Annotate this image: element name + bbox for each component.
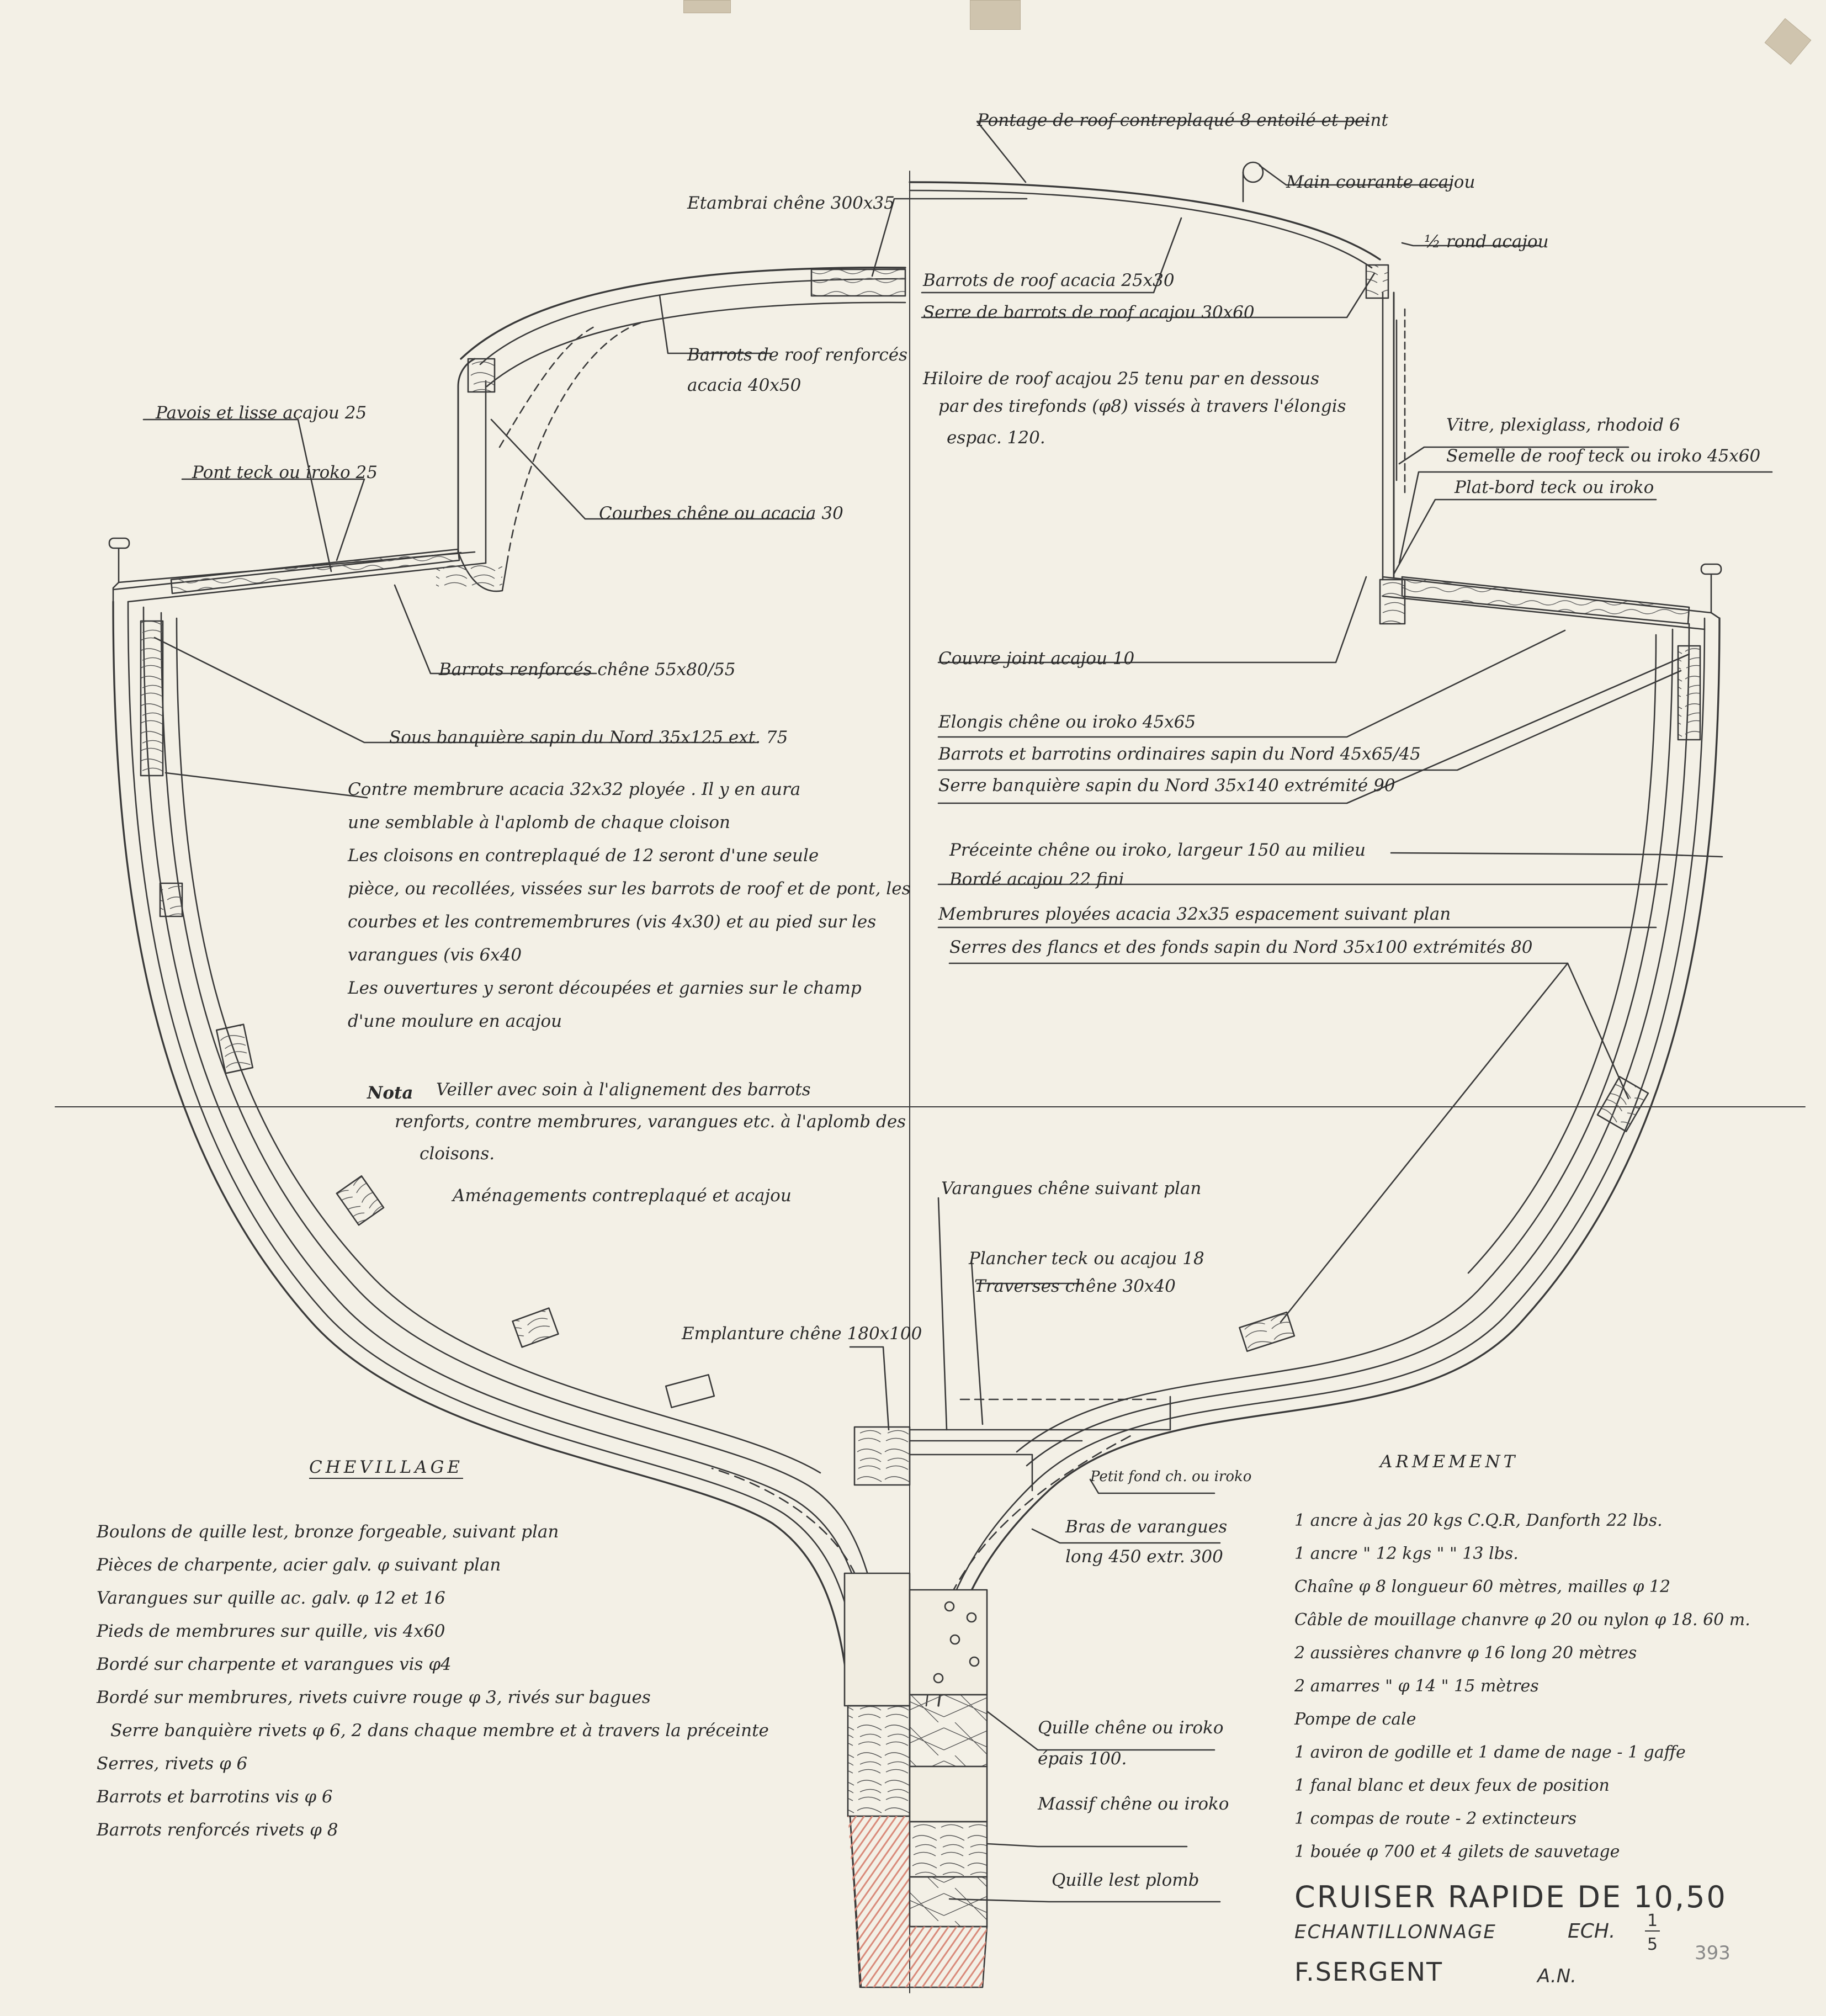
label-massif: Massif chêne ou iroko [1038,1794,1229,1814]
armement-list: 1 ancre à jas 20 kgs C.Q.R, Danforth 22 … [1294,1504,1750,1869]
chevillage-heading: CHEVILLAGE [309,1457,463,1479]
armement-item: Pompe de cale [1294,1710,1416,1729]
note-line: Les cloisons en contreplaqué de 12 seron… [348,846,819,866]
label-quille: Quille chêne ou iroko [1038,1718,1224,1738]
note-line: courbes et les contremembrures (vis 4x30… [348,912,877,932]
label-pontage: Pontage de roof contreplaqué 8 entoilé e… [977,110,1388,130]
chevillage-item: Pièces de charpente, acier galv. φ suiva… [97,1555,501,1575]
chevillage-item: Barrots et barrotins vis φ 6 [97,1787,333,1807]
note-line: Les ouvertures y seront découpées et gar… [348,978,862,998]
chevillage-item: Bordé sur membrures, rivets cuivre rouge… [97,1688,651,1707]
nota-label: Nota [367,1083,413,1103]
label-couvre-joint: Couvre joint acajou 10 [938,649,1135,669]
nota-line: cloisons. [420,1144,495,1164]
armement-item: 1 fanal blanc et deux feux de position [1294,1776,1610,1795]
chevillage-item: Serres, rivets φ 6 [97,1754,248,1774]
armement-item: 1 compas de route - 2 extincteurs [1294,1809,1577,1828]
label-membrures: Membrures ployées acacia 32x35 espacemen… [938,904,1451,924]
armement-item: 1 bouée φ 700 et 4 gilets de sauvetage [1294,1842,1620,1861]
label-serre-banquiere: Serre banquière sapin du Nord 35x140 ext… [938,776,1395,795]
label-main-courante: Main courante acajou [1286,172,1475,192]
nota-line: Veiller avec soin à l'alignement des bar… [436,1080,811,1100]
label-bras-varangues: Bras de varangues [1065,1517,1228,1537]
label-bras-varangues-dim: long 450 extr. 300 [1065,1547,1223,1567]
label-preceinte: Préceinte chêne ou iroko, largeur 150 au… [949,840,1366,860]
armement-item: Câble de mouillage chanvre φ 20 ou nylon… [1294,1610,1750,1630]
label-barrots-ordinaires: Barrots et barrotins ordinaires sapin du… [938,744,1421,764]
chevillage-list: Boulons de quille lest, bronze forgeable… [97,1515,769,1847]
drawing-title: CRUISER RAPIDE DE 10,50 [1294,1880,1727,1914]
nota-text: Veiller avec soin à l'alignement des bar… [395,1074,906,1170]
label-quille-epaisseur: épais 100. [1038,1749,1127,1769]
scale-denominator: 5 [1647,1935,1658,1954]
label-hiloire-3: espac. 120. [947,428,1045,448]
label-barrots-roof-renforces: Barrots de roof renforcés [687,345,908,365]
tape-top-left [683,0,731,13]
armement-item: 1 ancre " 12 kgs " " 13 lbs. [1294,1544,1519,1563]
label-hiloire: Hiloire de roof acajou 25 tenu par en de… [923,369,1319,389]
label-barrots-roof: Barrots de roof acacia 25x30 [923,270,1175,290]
label-vitre: Vitre, plexiglass, rhodoid 6 [1446,415,1680,435]
designer-name: F.SERGENT [1294,1957,1443,1987]
note-line: d'une moulure en acajou [348,1011,562,1031]
label-pont: Pont teck ou iroko 25 [192,463,378,482]
draftsman-initials: A.N. [1537,1965,1576,1987]
chevillage-item: Barrots renforcés rivets φ 8 [97,1820,338,1840]
armement-item: 2 aussières chanvre φ 16 long 20 mètres [1294,1643,1637,1663]
chevillage-item: Serre banquière rivets φ 6, 2 dans chaqu… [110,1721,769,1741]
scale-numerator: 1 [1645,1911,1660,1932]
label-elongis: Elongis chêne ou iroko 45x65 [938,712,1196,732]
scale-label: ECH. [1568,1920,1616,1943]
label-petit-fond: Petit fond ch. ou iroko [1090,1468,1252,1485]
label-barrots-renforces: Barrots renforcés chêne 55x80/55 [439,660,736,680]
label-pavois: Pavois et lisse acajou 25 [156,403,367,423]
label-serres-flancs: Serres des flancs et des fonds sapin du … [949,937,1533,957]
chevillage-item: Varangues sur quille ac. galv. φ 12 et 1… [97,1588,445,1608]
label-emplanture: Emplanture chêne 180x100 [682,1324,922,1344]
note-line: une semblable à l'aplomb de chaque clois… [348,813,731,832]
chevillage-item: Pieds de membrures sur quille, vis 4x60 [97,1621,445,1641]
label-plat-bord: Plat-bord teck ou iroko [1455,478,1654,497]
label-plancher: Plancher teck ou acajou 18 [969,1249,1204,1269]
chevillage-item: Boulons de quille lest, bronze forgeable… [97,1522,559,1542]
label-semelle: Semelle de roof teck ou iroko 45x60 [1446,446,1761,466]
label-serre-barrots: Serre de barrots de roof acajou 30x60 [923,303,1255,322]
armement-item: 2 amarres " φ 14 " 15 mètres [1294,1677,1539,1696]
armement-item: Chaîne φ 8 longueur 60 mètres, mailles φ… [1294,1577,1671,1596]
label-amenagements: Aménagements contreplaqué et acajou [453,1186,792,1206]
tape-top-right [970,0,1021,30]
note-line: Contre membrure acacia 32x32 ployée . Il… [348,779,801,799]
armement-item: 1 aviron de godille et 1 dame de nage - … [1294,1743,1686,1762]
label-traverses: Traverses chêne 30x40 [974,1276,1176,1296]
notes-cloisons: Contre membrure acacia 32x32 ployée . Il… [348,773,910,1038]
label-borde: Bordé acajou 22 fini [949,869,1124,889]
chevillage-item: Bordé sur charpente et varangues vis φ4 [97,1654,452,1674]
label-varangues: Varangues chêne suivant plan [941,1179,1202,1198]
label-sous-banquiere: Sous banquière sapin du Nord 35x125 ext.… [389,728,788,747]
label-hiloire-2: par des tirefonds (φ8) vissés à travers … [938,396,1346,416]
note-line: varangues (vis 6x40 [348,945,522,965]
label-quille-lest: Quille lest plomb [1052,1870,1199,1890]
armement-heading: ARMEMENT [1380,1452,1519,1472]
note-line: pièce, ou recollées, vissées sur les bar… [348,879,911,899]
drawing-subtitle: ECHANTILLONNAGE [1294,1921,1496,1943]
label-courbes: Courbes chêne ou acacia 30 [599,503,843,523]
nota-line: renforts, contre membrures, varangues et… [395,1112,906,1132]
sheet-number: 393 [1695,1942,1731,1964]
label-demi-rond: ½ rond acajou [1424,232,1549,252]
label-etambrai: Etambrai chêne 300x35 [687,193,895,213]
label-barrots-roof-renforces-dim: acacia 40x50 [687,375,801,395]
armement-item: 1 ancre à jas 20 kgs C.Q.R, Danforth 22 … [1294,1511,1663,1530]
